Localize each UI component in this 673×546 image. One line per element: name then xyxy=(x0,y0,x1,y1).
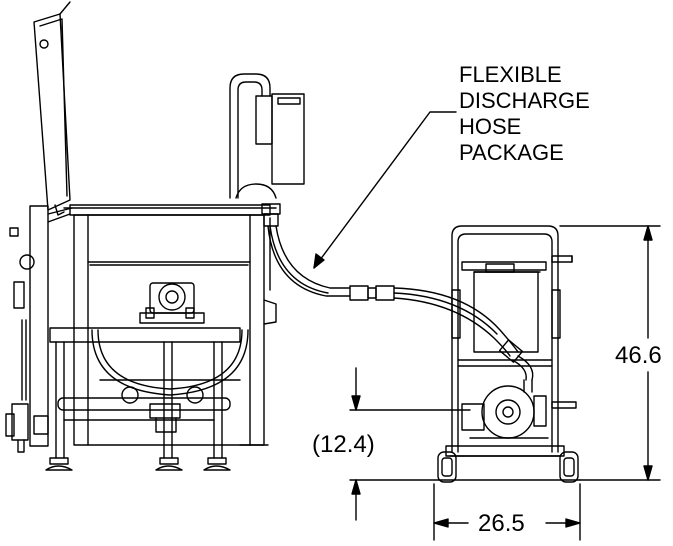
cart-wheel-right xyxy=(560,452,578,482)
flexible-hose xyxy=(262,204,533,392)
width-dimension xyxy=(434,484,580,540)
cart-wheel-left xyxy=(438,452,456,482)
callout-line: DISCHARGE xyxy=(459,88,590,113)
kettle-stand xyxy=(46,328,268,470)
hose-callout-label: FLEXIBLE DISCHARGE HOSE PACKAGE xyxy=(459,62,590,166)
pump-cart xyxy=(438,226,578,482)
callout-leader xyxy=(314,112,456,268)
kettle-piping xyxy=(230,74,304,198)
control-column xyxy=(6,206,72,452)
width-dimension-label: 26.5 xyxy=(478,510,525,537)
kettle-lid xyxy=(34,2,70,215)
callout-line: PACKAGE xyxy=(459,140,564,165)
height-dimension-label: 46.6 xyxy=(615,342,662,369)
callout-line: FLEXIBLE xyxy=(459,62,562,87)
pump-offset-dimension-label: (12.4) xyxy=(312,431,375,458)
pump-motor xyxy=(462,386,548,438)
kettle-body xyxy=(64,205,276,445)
callout-line: HOSE xyxy=(459,114,522,139)
pump-offset-dimension xyxy=(350,368,580,520)
height-dimension xyxy=(560,226,660,480)
kettle-assembly xyxy=(6,2,304,470)
